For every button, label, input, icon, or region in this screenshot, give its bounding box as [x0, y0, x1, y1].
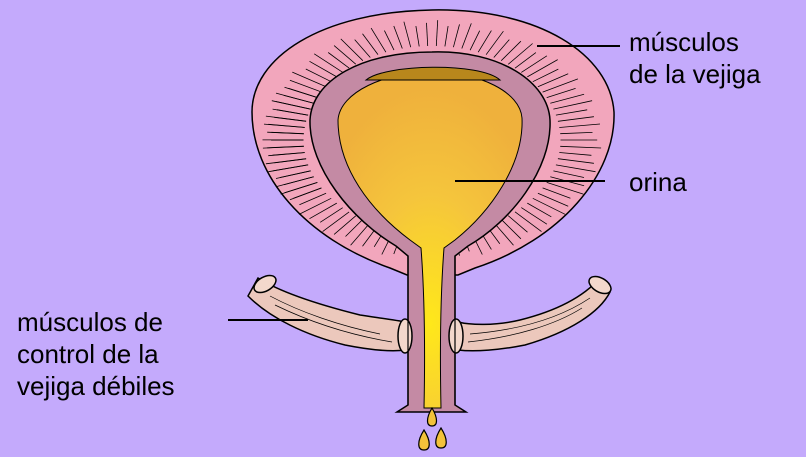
drop-2: [419, 430, 430, 450]
label-weak-control-muscles-line1: músculos de: [17, 306, 175, 338]
label-weak-control-muscles-line2: control de la: [17, 338, 175, 370]
label-bladder-muscles-line2: de la vejiga: [629, 58, 761, 90]
label-weak-control-muscles: músculos de control de la vejiga débiles: [17, 306, 175, 402]
urine-drops: [419, 408, 447, 450]
drop-3: [436, 428, 447, 448]
label-bladder-muscles: músculos de la vejiga: [629, 26, 761, 90]
label-urine: orina: [629, 166, 687, 198]
label-urine-text: orina: [629, 166, 687, 198]
label-bladder-muscles-line1: músculos: [629, 26, 761, 58]
left-control-muscle: [248, 272, 412, 353]
right-control-muscle: [449, 273, 614, 353]
label-weak-control-muscles-line3: vejiga débiles: [17, 370, 175, 402]
